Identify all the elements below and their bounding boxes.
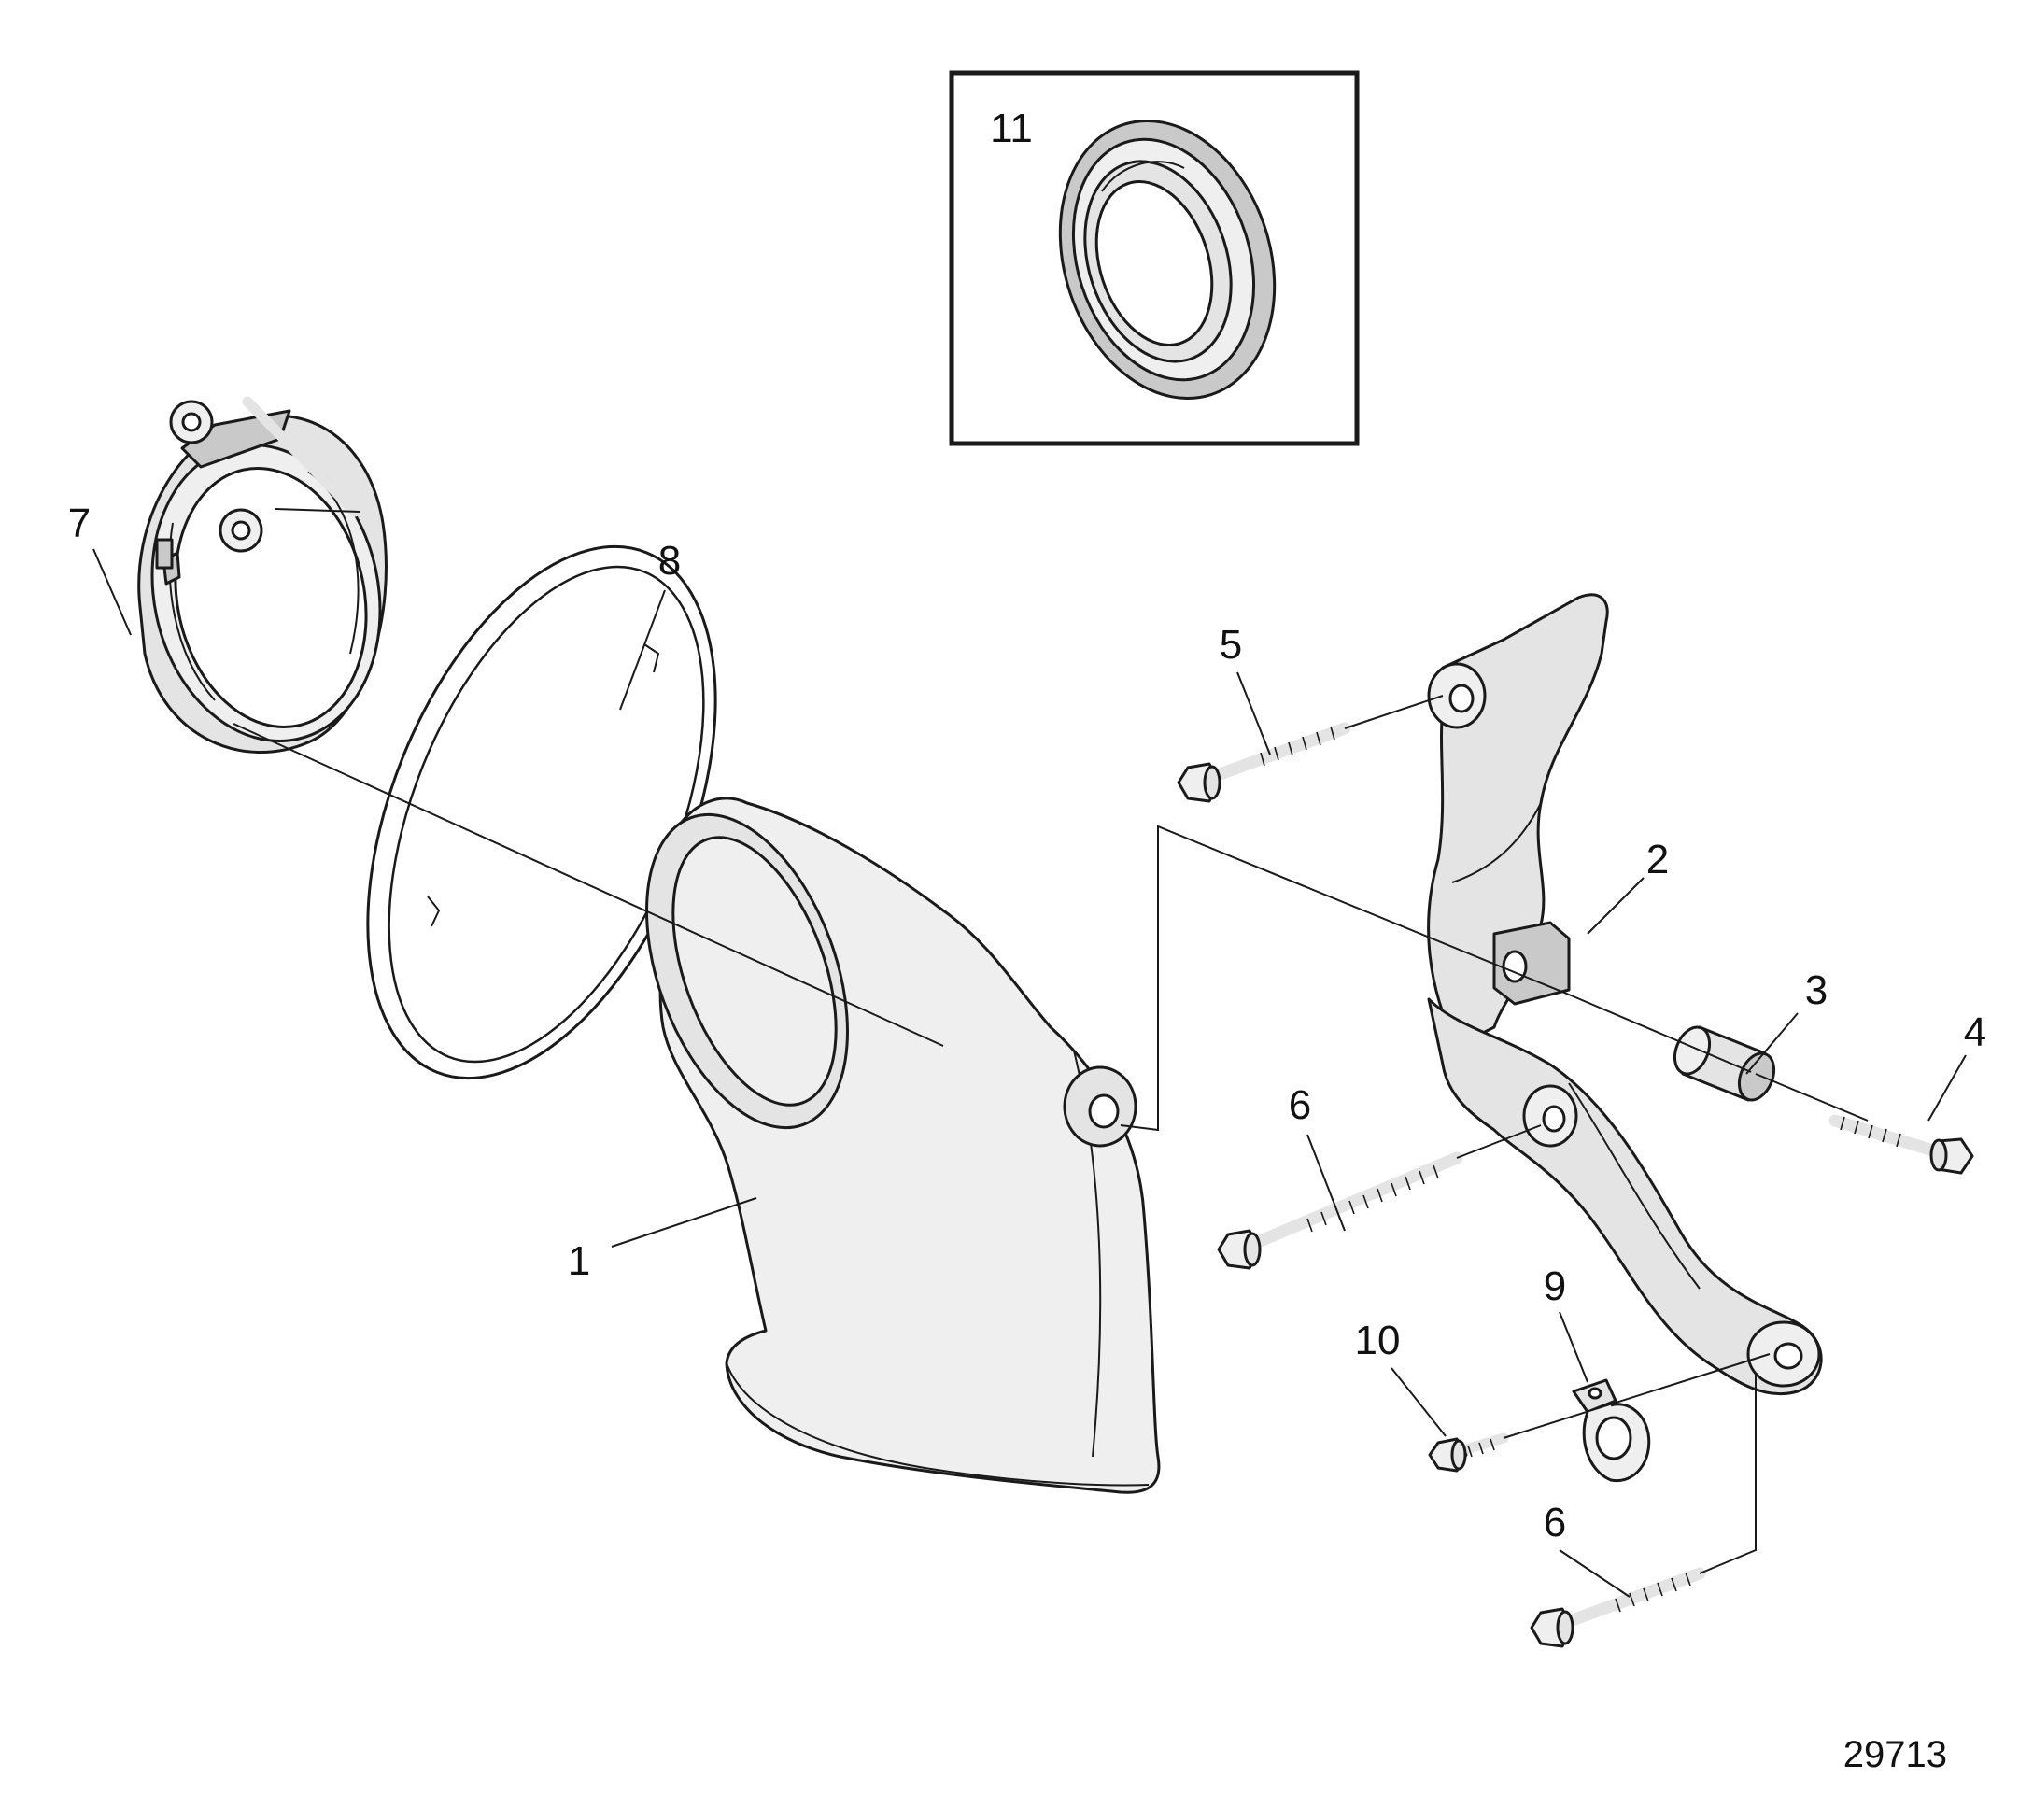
callout-2: 2 bbox=[1646, 837, 1669, 882]
p-clip-item-9-illustration bbox=[1572, 1378, 1651, 1483]
callout-6-upper: 6 bbox=[1289, 1082, 1311, 1128]
figure-number: 29713 bbox=[1843, 1734, 1947, 1775]
screw-item-6-short-illustration bbox=[1530, 1567, 1706, 1648]
screw-item-6-long-illustration bbox=[1217, 1151, 1463, 1270]
exhaust-elbow-illustration bbox=[645, 797, 1161, 1494]
assembly-axis-lines bbox=[233, 695, 1869, 1574]
screw-item-10-illustration bbox=[1428, 1432, 1509, 1473]
bracket-assembly-illustration bbox=[1427, 593, 1823, 1396]
seal-ring-illustration bbox=[1058, 119, 1277, 401]
callout-1: 1 bbox=[568, 1238, 590, 1284]
callout-4: 4 bbox=[1964, 1009, 1986, 1055]
screw-item-4-illustration bbox=[1828, 1114, 1974, 1175]
callout-leader-lines bbox=[92, 548, 1967, 1598]
callout-3: 3 bbox=[1805, 967, 1828, 1013]
callout-7: 7 bbox=[68, 501, 91, 546]
callout-9: 9 bbox=[1544, 1263, 1566, 1309]
callout-5: 5 bbox=[1220, 622, 1242, 668]
callout-6-lower: 6 bbox=[1544, 1500, 1566, 1545]
callout-10: 10 bbox=[1355, 1318, 1401, 1363]
callout-labels: 1 2 3 4 5 6 6 7 8 9 10 11 bbox=[68, 106, 1986, 1545]
v-band-clamp-illustration bbox=[137, 396, 388, 755]
spacer-sleeve-illustration bbox=[1673, 1025, 1776, 1102]
screw-item-5-illustration bbox=[1177, 722, 1351, 803]
callout-11: 11 bbox=[990, 106, 1033, 151]
callout-8: 8 bbox=[658, 538, 681, 584]
detail-box-item-11 bbox=[949, 70, 1360, 446]
